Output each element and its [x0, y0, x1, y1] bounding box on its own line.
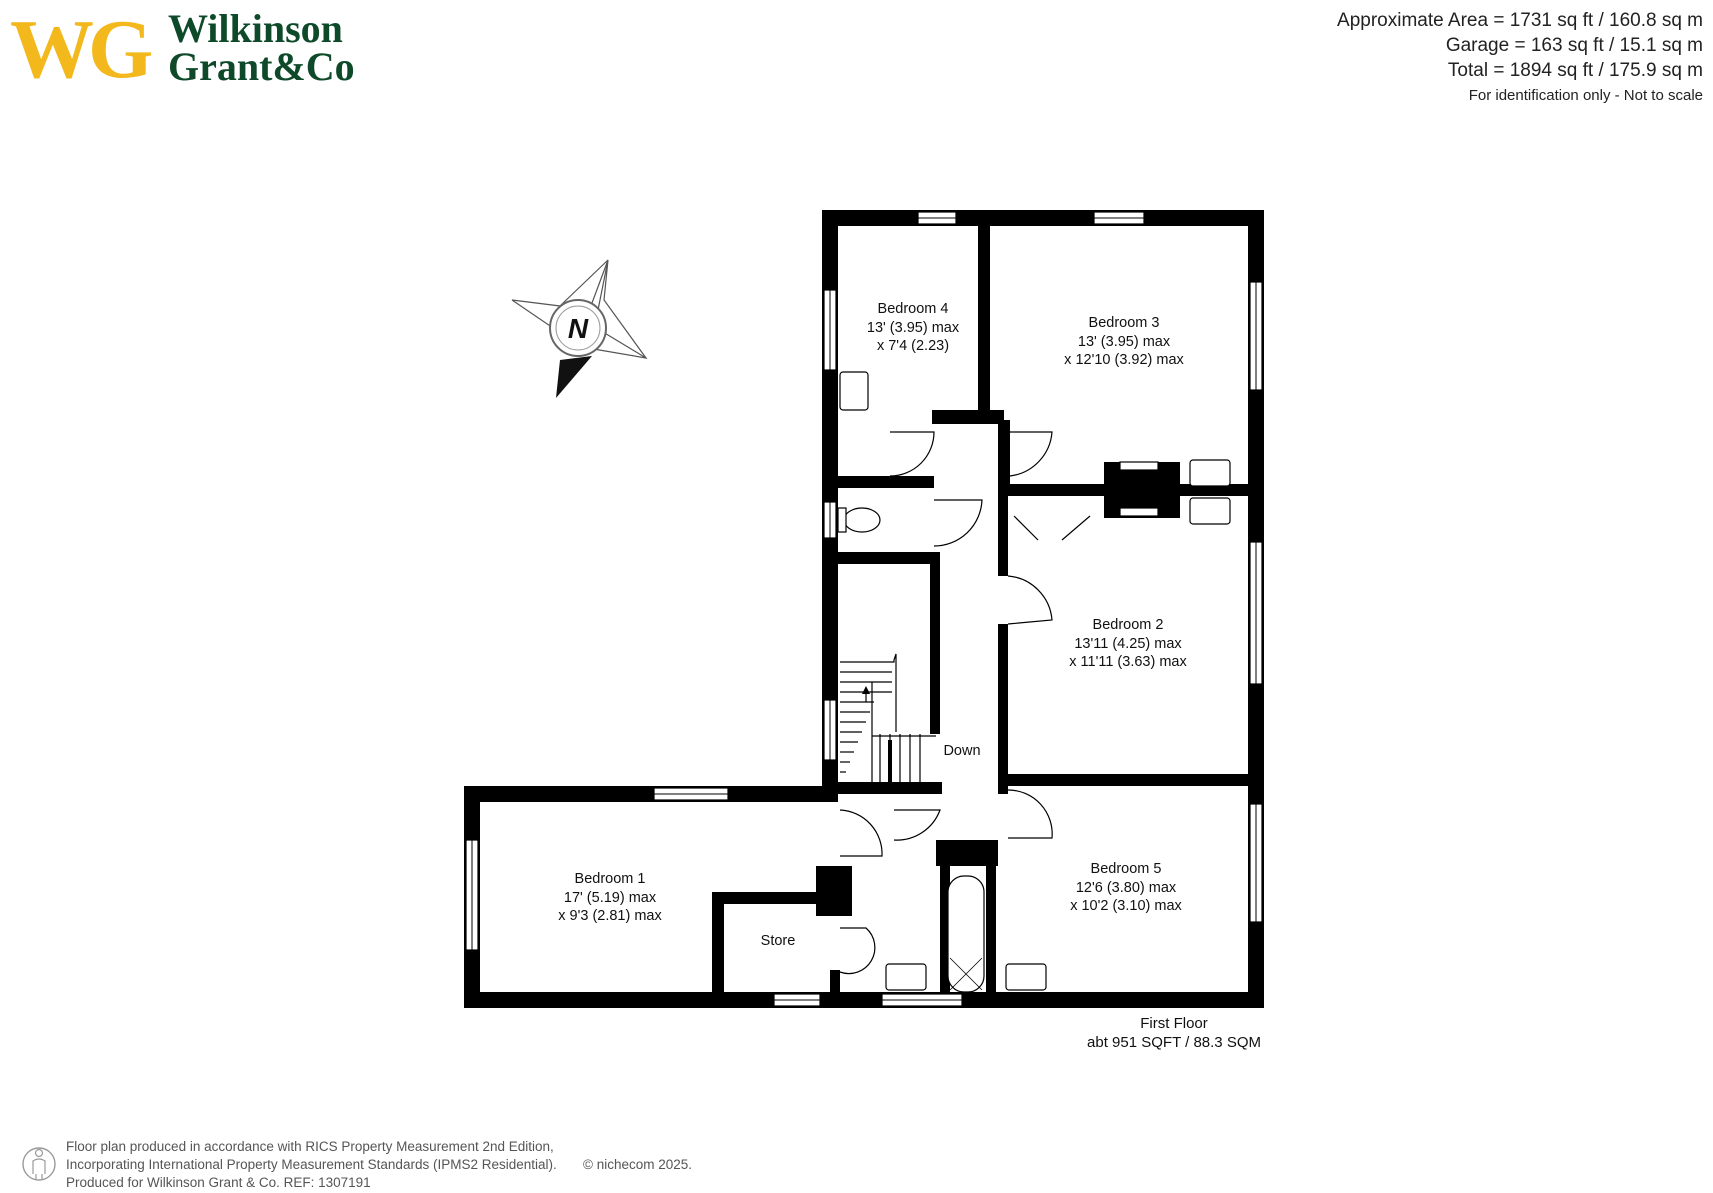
room-dimension: 13' (3.95) max [866, 319, 960, 336]
garage-area: Garage = 163 sq ft / 15.1 sq m [1445, 35, 1703, 56]
room-name: Down [943, 743, 981, 759]
compass-north-label: N [568, 313, 589, 344]
basin-icon-bedroom5 [1005, 963, 1047, 991]
room-label-store: Store [748, 932, 808, 951]
room-label-bedroom1: Bedroom 1 17' (5.19) max x 9'3 (2.81) ma… [530, 870, 690, 926]
floor-area: abt 951 SQFT / 88.3 SQM [1087, 1034, 1261, 1051]
door-swings [839, 431, 1091, 975]
room-dimension: x 9'3 (2.81) max [558, 908, 662, 924]
room-name: Bedroom 2 [1092, 617, 1164, 633]
room-label-bedroom5: Bedroom 5 12'6 (3.80) max x 10'2 (3.10) … [1046, 860, 1206, 916]
shower-tray-cross [949, 957, 983, 991]
stair-label-down: Down [932, 742, 992, 761]
scale-note: For identification only - Not to scale [1468, 87, 1703, 104]
room-dimension: 12'6 (3.80) max [1075, 879, 1177, 896]
room-dimension: x 11'11 (3.63) max [1069, 654, 1187, 670]
room-label-bedroom3: Bedroom 3 13' (3.95) max x 12'10 (3.92) … [1044, 314, 1204, 370]
room-dimension: x 7'4 (2.23) [876, 338, 950, 354]
floor-caption: First Floor abt 951 SQFT / 88.3 SQM [1087, 1014, 1261, 1052]
brand-name-co: Co [305, 44, 355, 89]
approximate-area: Approximate Area = 1731 sq ft / 160.8 sq… [1337, 10, 1703, 31]
room-name: Bedroom 3 [1088, 315, 1160, 331]
window-glazing-lines [471, 217, 1257, 1001]
floor-name: First Floor [1140, 1015, 1208, 1032]
stair-arrow-icon [862, 686, 870, 694]
room-dimension: 13' (3.95) max [1077, 333, 1171, 350]
footer-line3: Produced for Wilkinson Grant & Co. REF: … [66, 1175, 371, 1190]
person-icon [22, 1147, 56, 1181]
footer-notes: Floor plan produced in accordance with R… [66, 1138, 557, 1192]
sanitary-fittings [837, 371, 1231, 993]
room-dimension: x 12'10 (3.92) max [1064, 352, 1184, 368]
room-name: Bedroom 4 [877, 301, 949, 317]
room-label-bedroom2: Bedroom 2 13'11 (4.25) max x 11'11 (3.63… [1048, 616, 1208, 672]
total-area: Total = 1894 sq ft / 175.9 sq m [1447, 60, 1703, 81]
brand-name-line1: Wilkinson [168, 6, 343, 51]
toilet-icon [843, 507, 881, 533]
compass-icon: N [511, 259, 648, 398]
brand-name-amp: & [272, 44, 306, 89]
room-name: Bedroom 1 [574, 871, 646, 887]
staircase [840, 653, 936, 782]
basin-icon-bedroom3 [1189, 459, 1231, 487]
room-label-bedroom4: Bedroom 4 13' (3.95) max x 7'4 (2.23) [848, 300, 978, 356]
basin-icon-bathroom [885, 963, 927, 991]
area-summary: Approximate Area = 1731 sq ft / 160.8 sq… [1337, 8, 1703, 109]
basin-icon-bedroom2 [1189, 497, 1231, 525]
room-dimension: 13'11 (4.25) max [1074, 635, 1182, 652]
footer-line2: Incorporating International Property Mea… [66, 1157, 557, 1172]
brand-name-line2: Grant&Co [168, 47, 355, 87]
room-dimension: x 10'2 (3.10) max [1070, 898, 1182, 914]
room-dimension: 17' (5.19) max [563, 889, 657, 906]
bath-icon [947, 875, 985, 993]
room-name: Store [760, 933, 796, 949]
footer-copyright: © nichecom 2025. [583, 1157, 693, 1172]
brand-logo-mark: WG [10, 3, 153, 96]
brand-name-grant: Grant [168, 44, 273, 89]
room-name: Bedroom 5 [1090, 861, 1162, 877]
brand-logo-name: Wilkinson Grant&Co [168, 6, 355, 87]
basin-icon-bedroom4 [839, 371, 869, 411]
footer-line1: Floor plan produced in accordance with R… [66, 1139, 554, 1154]
